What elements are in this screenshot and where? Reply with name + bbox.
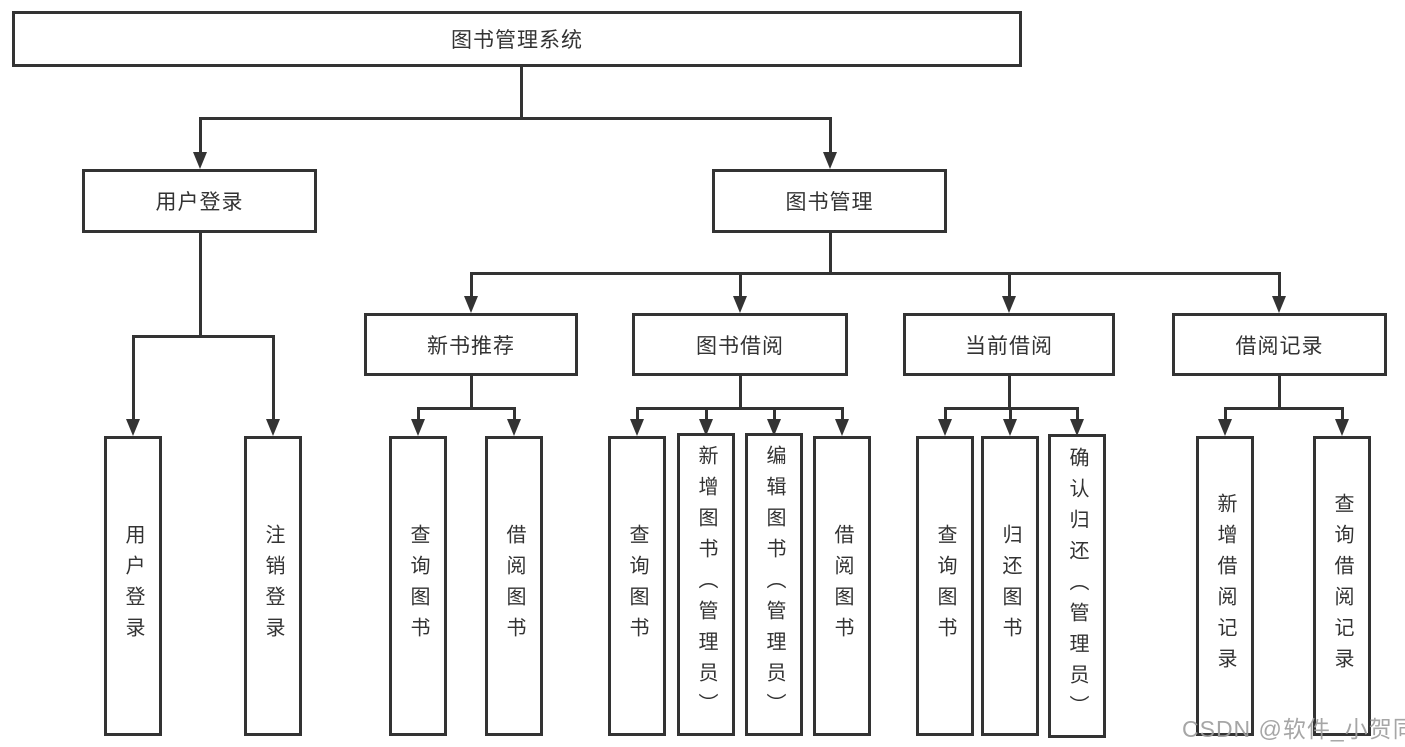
leaf-label: 确认归还（管理员）	[1066, 446, 1088, 726]
leaf-label: 新增图书（管理员）	[695, 445, 717, 724]
leaf-user-login: 用户登录	[104, 436, 162, 736]
leaf-label: 查询图书	[407, 524, 429, 648]
arrowhead	[1335, 419, 1349, 436]
connector-line	[1076, 407, 1079, 421]
node-user-login-label: 用户登录	[155, 191, 244, 214]
connector-line	[520, 63, 523, 120]
connector-line	[199, 117, 832, 120]
node-current-borrow-label: 当前借阅	[965, 334, 1053, 358]
leaf-return-books: 归还图书	[981, 436, 1039, 736]
connector-line	[470, 272, 1281, 275]
arrowhead	[1003, 419, 1017, 436]
node-root: 图书管理系统	[12, 11, 1022, 67]
arrowhead	[938, 419, 952, 436]
arrowhead	[835, 419, 849, 436]
connector-line	[636, 407, 639, 421]
arrowhead	[126, 419, 140, 436]
arrowhead	[767, 419, 781, 436]
leaf-borrow-books: 借阅图书	[813, 436, 871, 736]
node-borrow-records-label: 借阅记录	[1235, 334, 1324, 358]
node-borrow-records: 借阅记录	[1172, 313, 1387, 376]
leaf-add-borrow-record: 新增借阅记录	[1196, 436, 1254, 736]
connector-line	[739, 272, 742, 298]
arrowhead	[733, 296, 747, 313]
arrowhead	[411, 419, 425, 436]
connector-line	[1008, 375, 1011, 410]
leaf-label: 查询借阅记录	[1331, 493, 1353, 679]
connector-line	[829, 117, 832, 154]
connector-line	[636, 407, 843, 410]
connector-line	[1341, 407, 1344, 421]
connector-line	[417, 407, 516, 410]
arrowhead	[823, 152, 837, 169]
leaf-label: 用户登录	[122, 524, 144, 648]
leaf-label: 查询图书	[934, 524, 956, 648]
connector-line	[944, 407, 947, 421]
leaf-query-books-current: 查询图书	[916, 436, 974, 736]
connector-line	[513, 407, 516, 421]
leaf-label: 编辑图书（管理员）	[763, 445, 785, 724]
arrowhead	[630, 419, 644, 436]
connector-line	[1009, 407, 1012, 421]
connector-line	[1224, 407, 1344, 410]
arrowhead	[699, 419, 713, 436]
node-new-book-recommend: 新书推荐	[364, 313, 578, 376]
leaf-label: 新增借阅记录	[1214, 493, 1236, 679]
connector-line	[470, 375, 473, 410]
arrowhead	[1002, 296, 1016, 313]
connector-line	[199, 117, 202, 154]
connector-line	[132, 335, 135, 421]
connector-line	[1278, 272, 1281, 298]
connector-line	[739, 375, 742, 410]
arrowhead	[266, 419, 280, 436]
leaf-borrow-books-recommend: 借阅图书	[485, 436, 543, 736]
connector-line	[773, 407, 776, 421]
leaf-label: 借阅图书	[503, 524, 525, 648]
node-current-borrow: 当前借阅	[903, 313, 1115, 376]
leaf-label: 借阅图书	[831, 524, 853, 648]
connector-line	[199, 232, 202, 338]
connector-line	[132, 335, 274, 338]
connector-line	[272, 335, 275, 421]
leaf-edit-books-admin: 编辑图书（管理员）	[745, 433, 803, 736]
connector-line	[841, 407, 844, 421]
connector-line	[470, 272, 473, 298]
node-root-label: 图书管理系统	[451, 29, 583, 52]
csdn-watermark: CSDN @软件_小贺同学	[1182, 716, 1405, 742]
leaf-confirm-return-admin: 确认归还（管理员）	[1048, 434, 1106, 738]
arrowhead	[464, 296, 478, 313]
node-book-management: 图书管理	[712, 169, 947, 233]
leaf-label: 注销登录	[262, 524, 284, 648]
node-new-book-recommend-label: 新书推荐	[427, 334, 515, 358]
leaf-query-books-recommend: 查询图书	[389, 436, 447, 736]
arrowhead	[193, 152, 207, 169]
connector-line	[829, 232, 832, 275]
leaf-add-books-admin: 新增图书（管理员）	[677, 433, 735, 736]
leaf-label: 查询图书	[626, 524, 648, 648]
node-book-management-label: 图书管理	[785, 191, 874, 214]
leaf-query-borrow-record: 查询借阅记录	[1313, 436, 1371, 736]
leaf-label: 归还图书	[999, 524, 1021, 648]
connector-line	[705, 407, 708, 421]
leaf-logout: 注销登录	[244, 436, 302, 736]
connector-line	[1224, 407, 1227, 421]
node-book-borrow-label: 图书借阅	[696, 334, 784, 358]
arrowhead	[1272, 296, 1286, 313]
node-user-login: 用户登录	[82, 169, 317, 233]
connector-line	[1278, 375, 1281, 410]
leaf-query-books-borrow: 查询图书	[608, 436, 666, 736]
arrowhead	[1070, 419, 1084, 436]
arrowhead	[507, 419, 521, 436]
arrowhead	[1218, 419, 1232, 436]
connector-line	[1008, 272, 1011, 298]
node-book-borrow: 图书借阅	[632, 313, 848, 376]
connector-line	[417, 407, 420, 421]
